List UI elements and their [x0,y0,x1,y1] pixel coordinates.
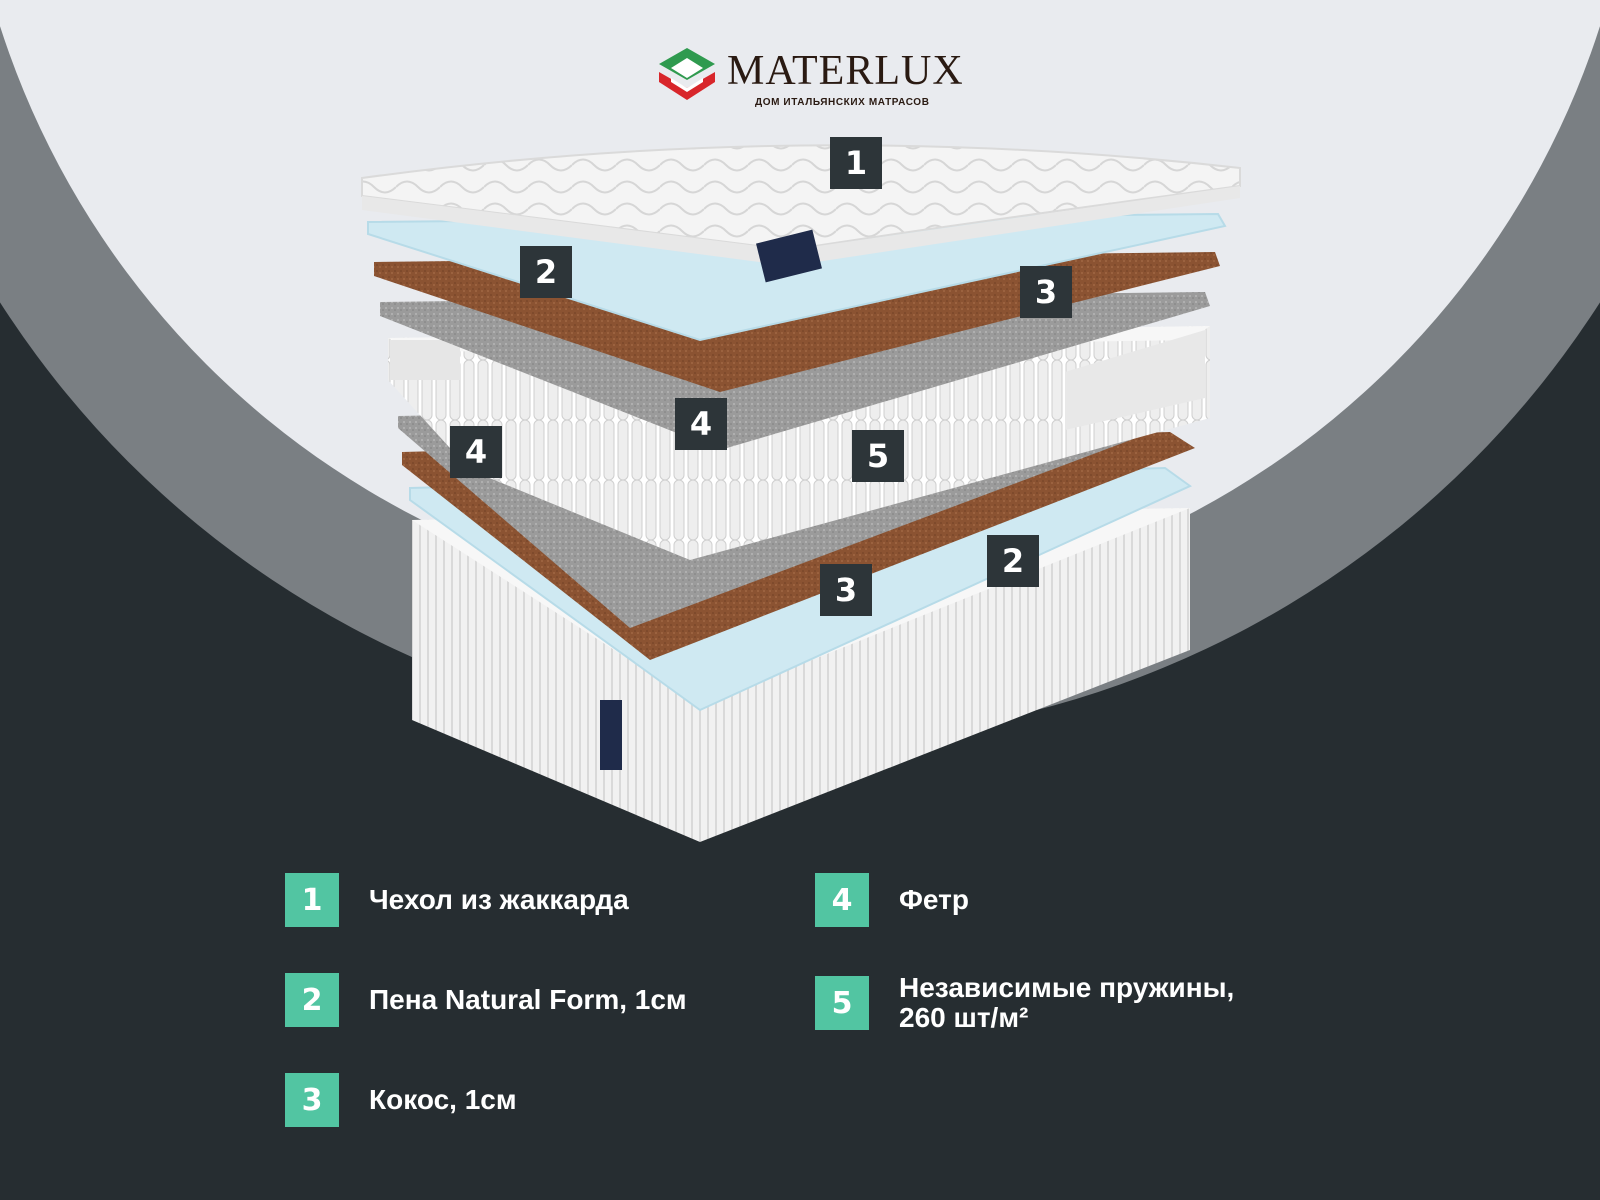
legend-item-4: 4 Фетр [815,873,969,927]
legend-number: 1 [285,873,339,927]
brand-logo: MATERLUX ДОМ ИТАЛЬЯНСКИХ МАТРАСОВ [655,44,963,114]
layer-marker-4-center: 4 [675,398,727,450]
brand-tagline: ДОМ ИТАЛЬЯНСКИХ МАТРАСОВ [755,97,930,108]
legend-label-line-1: Независимые пружины, [899,972,1235,1003]
layer-marker-3-bottom: 3 [820,564,872,616]
legend-number: 4 [815,873,869,927]
layer-marker-5: 5 [852,430,904,482]
legend-label: Кокос, 1см [369,1084,517,1115]
cover-label-tag [756,229,822,283]
legend-item-5: 5 Независимые пружины, 260 шт/м² [815,973,1234,1033]
legend-number: 2 [285,973,339,1027]
legend-label-line-2: 260 шт/м² [899,1002,1029,1033]
layer-marker-3-top: 3 [1020,266,1072,318]
legend-label: Пена Natural Form, 1см [369,984,687,1015]
legend-label: Чехол из жаккарда [369,884,629,915]
layer-marker-2-bottom: 2 [987,535,1039,587]
layer-marker-1: 1 [830,137,882,189]
logo-emblem-icon [659,48,715,100]
layer-marker-2-top: 2 [520,246,572,298]
layer-marker-4-left: 4 [450,426,502,478]
legend-label: Фетр [899,884,969,915]
legend-item-1: 1 Чехол из жаккарда [285,873,629,927]
legend-number: 3 [285,1073,339,1127]
legend-label: Независимые пружины, 260 шт/м² [899,973,1234,1033]
brand-name: MATERLUX [727,48,964,94]
legend-item-3: 3 Кокос, 1см [285,1073,517,1127]
legend-item-2: 2 Пена Natural Form, 1см [285,973,687,1027]
side-label-tag [600,700,622,770]
legend-number: 5 [815,976,869,1030]
layer-cover [361,144,1241,283]
